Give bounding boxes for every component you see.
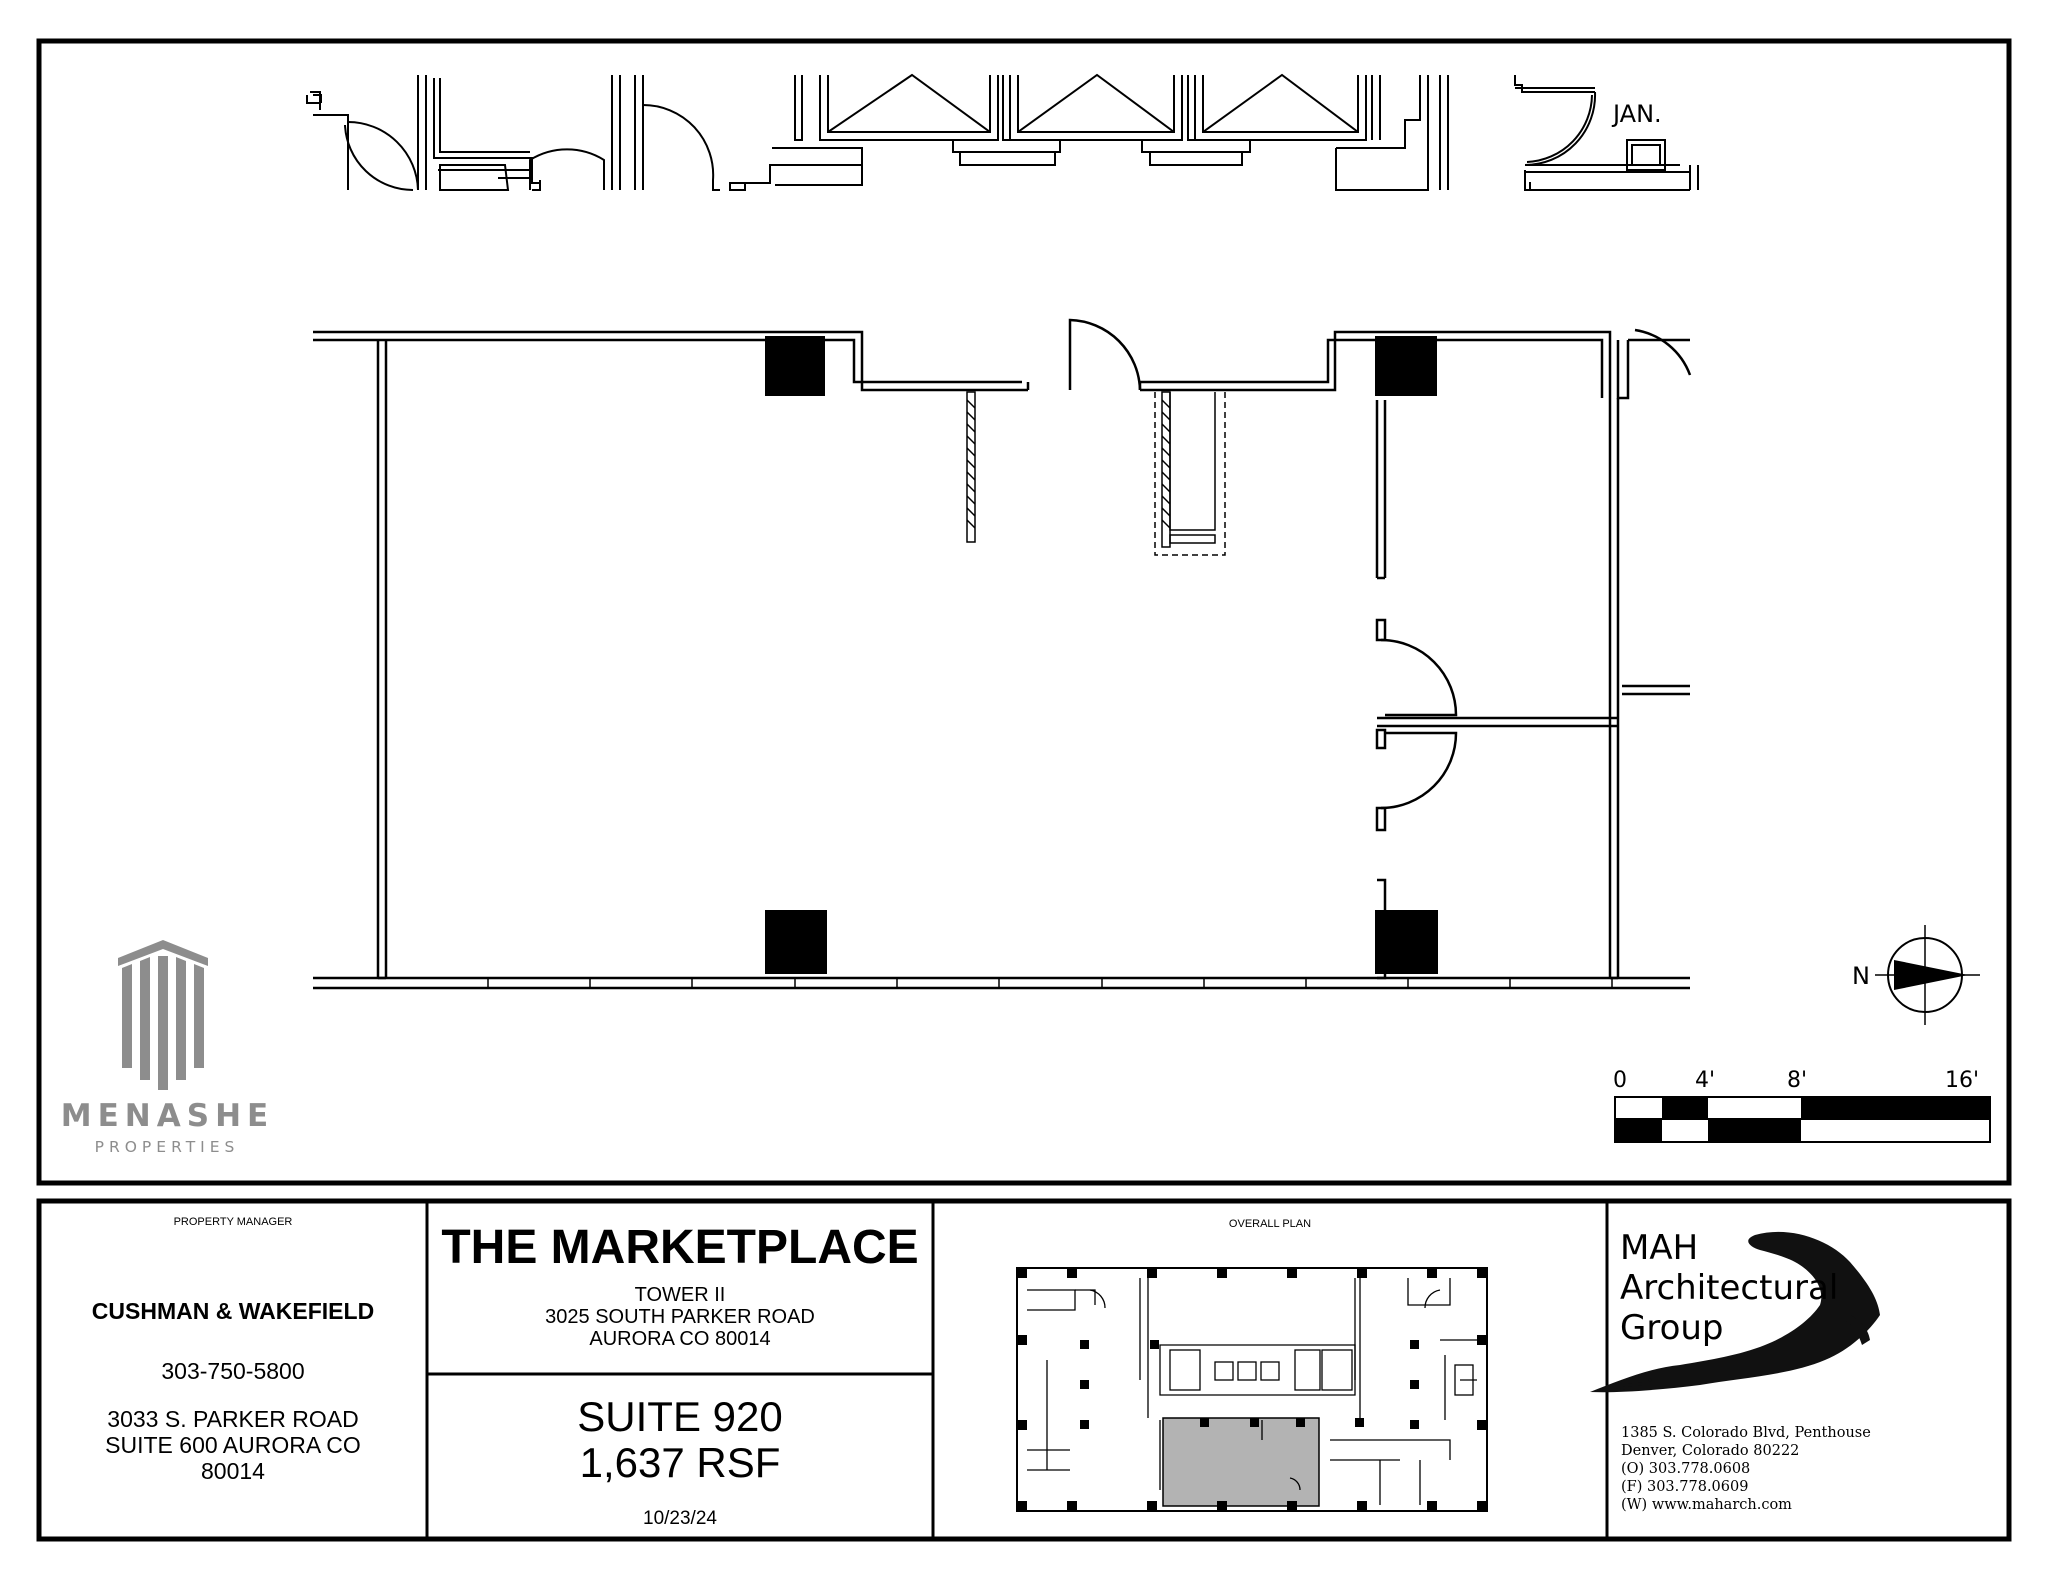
project-address-1: 3025 SOUTH PARKER ROAD <box>545 1306 815 1328</box>
scale-bar <box>1614 1096 1991 1143</box>
title-block-border <box>36 1198 2012 1542</box>
plan-date: 10/23/24 <box>643 1508 717 1529</box>
architect-address-1: 1385 S. Colorado Blvd, Penthouse <box>1621 1425 1871 1441</box>
property-manager-label: PROPERTY MANAGER <box>173 1216 293 1228</box>
suite-area: 1,637 RSF <box>579 1439 781 1486</box>
manager-address-2: SUITE 600 AURORA CO <box>105 1432 361 1458</box>
architect-address-2: Denver, Colorado 80222 <box>1621 1443 1800 1459</box>
logo-name: MENASHE <box>60 1098 275 1134</box>
manager-address-1: 3033 S. PARKER ROAD <box>107 1406 359 1432</box>
door-swings-top <box>344 94 1593 192</box>
project-tower: TOWER II <box>634 1284 726 1306</box>
suite-walls <box>313 318 1692 990</box>
suite-number: SUITE 920 <box>577 1393 783 1440</box>
structural-columns <box>765 336 1438 974</box>
overall-plan-key <box>1016 1267 1488 1512</box>
core-walls-top <box>306 73 1699 191</box>
north-arrow-icon <box>1875 925 1980 1025</box>
project-address-2: AURORA CO 80014 <box>589 1328 771 1350</box>
architect-name-3: Group <box>1620 1308 1724 1348</box>
architect-web: (W) www.maharch.com <box>1621 1497 1792 1513</box>
scale-label-8: 8' <box>1787 1068 1808 1093</box>
manager-phone: 303-750-5800 <box>161 1358 305 1384</box>
scale-label-16: 16' <box>1945 1068 1980 1093</box>
architect-phone-o: (O) 303.778.0608 <box>1621 1461 1751 1477</box>
overall-plan-label: OVERALL PLAN <box>1228 1218 1312 1230</box>
drawing-border <box>36 38 2012 1186</box>
manager-name: CUSHMAN & WAKEFIELD <box>91 1298 375 1324</box>
menashe-logo-icon <box>118 940 208 1090</box>
mah-logo-swoosh-icon <box>1590 1231 1880 1393</box>
interior-doors <box>1380 638 1458 810</box>
architect-phone-f: (F) 303.778.0609 <box>1621 1479 1749 1495</box>
scale-label-0: 0 <box>1613 1068 1627 1093</box>
window-mullions <box>487 977 1613 988</box>
partition-hatched <box>966 391 1226 556</box>
project-title: THE MARKETPLACE <box>441 1221 919 1274</box>
architect-name-2: Architectural <box>1620 1268 1839 1308</box>
janitor-label: JAN. <box>1611 100 1662 128</box>
title-block-dividers <box>425 1201 1609 1539</box>
scale-label-4: 4' <box>1695 1068 1716 1093</box>
manager-address-3: 80014 <box>201 1458 265 1484</box>
north-label: N <box>1852 962 1870 990</box>
architect-name-1: MAH <box>1620 1228 1699 1268</box>
logo-subtitle: PROPERTIES <box>94 1138 240 1156</box>
